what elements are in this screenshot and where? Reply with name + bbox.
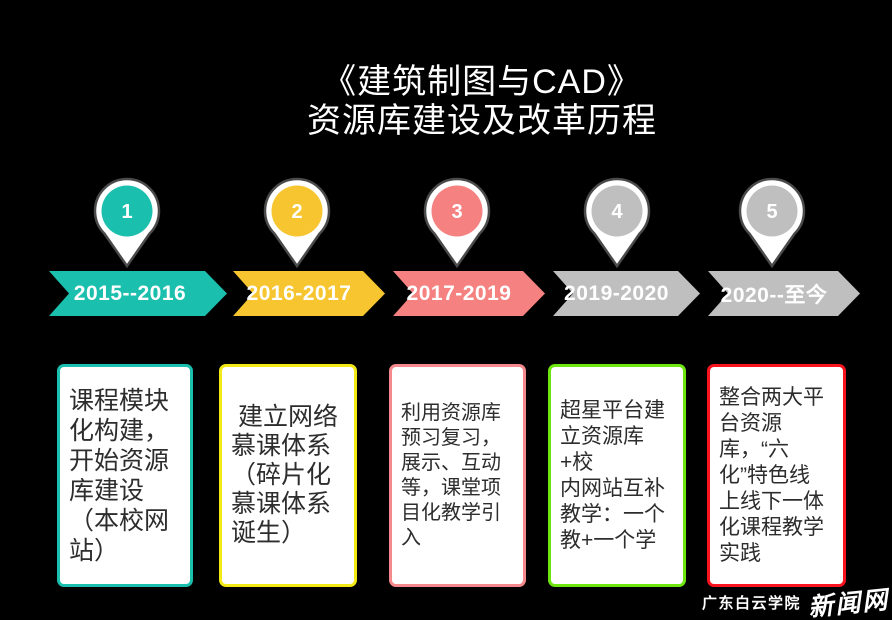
milestone-description-box-4: 超星平台建 立资源库+校 内网站互补 教学：一个 教+一个学 — [548, 364, 686, 587]
milestone-number: 4 — [611, 201, 623, 223]
slide-title-line2: 资源库建设及改革历程 — [307, 102, 657, 140]
period-arrow-2 — [233, 271, 385, 316]
milestone-description-box-1: 课程模块 化构建， 开始资源 库建设 （本校网 站） — [57, 364, 193, 587]
milestone-pin-1: 1 — [92, 176, 162, 268]
milestone-pin-3: 3 — [422, 176, 492, 268]
milestone-number: 1 — [121, 201, 132, 223]
watermark: 广东白云学院 新闻网 — [701, 584, 890, 620]
period-label-2: 2016-2017 — [246, 282, 352, 305]
milestone-description-box-3: 利用资源库 预习复习， 展示、互动 等，课堂项 目化教学引 入 — [389, 364, 526, 587]
slide-title: 《建筑制图与CAD》 资源库建设及改革历程 — [36, 63, 892, 141]
milestone-description-text: 建立网络 慕课体系 （碎片化 慕课体系 诞生） — [231, 403, 338, 547]
milestone-number: 3 — [451, 201, 462, 223]
period-label-1: 2015--2016 — [73, 282, 187, 305]
milestone-pin-4: 4 — [582, 176, 652, 268]
period-arrow-3 — [393, 271, 545, 316]
period-label-4: 2019-2020 — [564, 282, 669, 305]
map-pin-icon: 3 — [423, 177, 491, 268]
milestone-description-box-5: 整合两大平 台资源 库，“六 化”特色线 上线下一体 化课程教学 实践 — [707, 364, 846, 587]
milestone-description-box-2: 建立网络 慕课体系 （碎片化 慕课体系 诞生） — [219, 364, 357, 587]
period-arrow-4 — [553, 271, 700, 316]
period-arrow-5 — [708, 271, 860, 316]
milestone-number: 2 — [291, 201, 302, 223]
map-pin-icon: 1 — [93, 177, 161, 268]
period-arrow-1 — [49, 271, 227, 316]
milestone-description-text: 整合两大平 台资源 库，“六 化”特色线 上线下一体 化课程教学 实践 — [719, 385, 824, 565]
milestone-description-text: 利用资源库 预习复习， 展示、互动 等，课堂项 目化教学引 入 — [401, 401, 501, 549]
watermark-site-name: 新闻网 — [807, 586, 891, 620]
milestone-pin-2: 2 — [262, 176, 332, 268]
period-label-5: 2020--至今 — [720, 284, 828, 307]
slide-title-line1: 《建筑制图与CAD》 — [322, 63, 642, 101]
watermark-school-name: 广东白云学院 — [701, 594, 801, 612]
milestone-description-text: 课程模块 化构建， 开始资源 库建设 （本校网 站） — [69, 386, 170, 565]
milestone-description-text: 超星平台建 立资源库+校 内网站互补 教学：一个 教+一个学 — [560, 398, 665, 552]
map-pin-icon: 4 — [583, 177, 651, 268]
milestone-pin-5: 5 — [737, 176, 807, 268]
period-label-3: 2017-2019 — [406, 282, 512, 305]
map-pin-icon: 2 — [263, 177, 331, 268]
milestone-number: 5 — [766, 201, 777, 223]
map-pin-icon: 5 — [738, 177, 806, 268]
timeline-arrow-band — [49, 271, 860, 316]
